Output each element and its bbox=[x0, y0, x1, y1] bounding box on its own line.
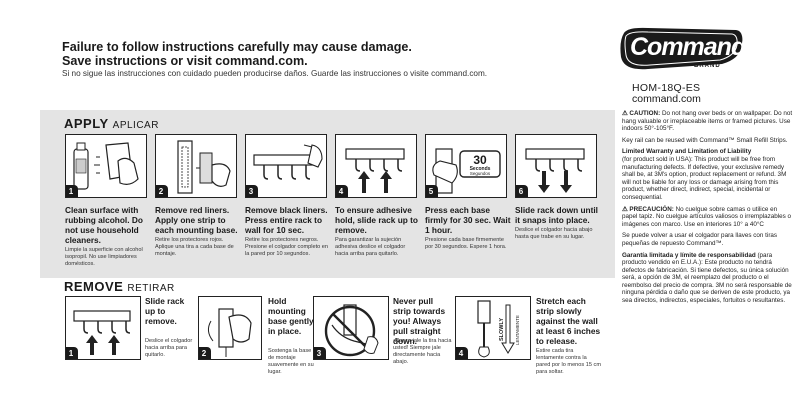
caution-title: ⚠ CAUTION: bbox=[622, 110, 661, 117]
apply-title-es: APLICAR bbox=[112, 120, 159, 131]
precaucion-block: ⚠ PRECAUCIÓN: No cuelgue sobre camas o u… bbox=[622, 205, 792, 228]
hold-base-illustration: 2 bbox=[198, 296, 262, 360]
precaucion-title: PRECAUCIÓN: bbox=[629, 205, 674, 213]
step-text-es: Deslice el colgador hacia arriba para qu… bbox=[145, 338, 193, 358]
step-text-es: Retire los protectores rojos. Aplique un… bbox=[155, 237, 234, 257]
command-logo: Command BRAND ™ bbox=[618, 27, 746, 77]
step-text: Press each base firmly for 30 sec. Wait … bbox=[425, 205, 511, 235]
step-number: 1 bbox=[66, 347, 78, 359]
remove-title-es: RETIRAR bbox=[127, 283, 175, 294]
step-text-es: Sostenga la base de montaje suavemente e… bbox=[268, 348, 314, 375]
website: command.com bbox=[632, 93, 701, 105]
refill-note-es: Se puede volver a usar el colgador para … bbox=[622, 232, 778, 247]
caution-title-text: CAUTION: bbox=[629, 110, 661, 117]
step-text: Slide rack up to remove. bbox=[145, 296, 185, 326]
garantia-title: Garantía limitada y límite de responsabi… bbox=[622, 251, 756, 259]
warranty-block: Limited Warranty and Limitation of Liabi… bbox=[622, 148, 794, 201]
apply-strip-illustration: 2 bbox=[155, 134, 237, 198]
step-number: 2 bbox=[199, 347, 211, 359]
step-text-es: Presione cada base firmemente por 30 seg… bbox=[425, 237, 507, 250]
step-text-es: Retire los protectores negros. Presione … bbox=[245, 237, 329, 257]
step-text: To ensure adhesive hold, slide rack up t… bbox=[335, 205, 418, 235]
warranty-text: (for product sold in USA): This product … bbox=[622, 155, 787, 201]
clean-surface-illustration: 1 bbox=[65, 134, 147, 198]
step-text: Stretch each strip slowly against the wa… bbox=[536, 296, 601, 346]
warning-spanish: Si no sigue las instrucciones con cuidad… bbox=[62, 69, 488, 78]
logo-wordmark: Command bbox=[630, 33, 746, 61]
precaucion-text: No cuelgue sobre camas o utilice en pape… bbox=[622, 205, 792, 228]
step-text: Clean surface with rubbing alcohol. Do n… bbox=[65, 205, 143, 245]
step-text-es: Para garantizar la sujeción adhesiva des… bbox=[335, 237, 406, 257]
step-number: 6 bbox=[516, 185, 528, 197]
step-number: 5 bbox=[426, 185, 438, 197]
timer-label-es: Segundos bbox=[469, 171, 491, 176]
timer-number: 30 bbox=[473, 153, 487, 167]
timer-label: Seconds bbox=[469, 166, 491, 172]
step-number: 4 bbox=[336, 185, 348, 197]
warranty-title: Limited Warranty and Limitation of Liabi… bbox=[622, 148, 752, 156]
refill-note: Key rail can be reused with Command™ Sma… bbox=[622, 136, 788, 144]
logo-trademark: ™ bbox=[730, 31, 736, 37]
stretch-strip-illustration: SLOWLY LENTAMENTE 4 bbox=[455, 296, 531, 360]
slide-rack-up-illustration: 4 bbox=[335, 134, 417, 198]
step-text: Slide rack down until it snaps into plac… bbox=[515, 205, 598, 225]
step-text-es: ¡Nunca jale la tira hacia usted! Siempre… bbox=[393, 338, 452, 365]
warning-line-1: Failure to follow instructions carefully… bbox=[62, 40, 412, 54]
slowly-label: SLOWLY bbox=[499, 317, 505, 341]
press-rack-illustration: 3 bbox=[245, 134, 327, 198]
sku-code: HOM-18Q-ES bbox=[632, 82, 701, 94]
garantia-text: (para producto vendido en E.U.A.): Este … bbox=[622, 251, 792, 305]
warning-header: Failure to follow instructions carefully… bbox=[62, 40, 582, 79]
warning-line-2: Save instructions or visit command.com. bbox=[62, 54, 308, 68]
caution-block: ⚠ CAUTION: Do not hang over beds or on w… bbox=[622, 110, 794, 133]
caution-text: Do not hang over beds or on wallpaper. D… bbox=[622, 110, 793, 133]
garantia-block: Garantía limitada y límite de responsabi… bbox=[622, 252, 794, 305]
step-text-es: Estire cada tira lentamente contra la pa… bbox=[536, 348, 601, 375]
remove-title-en: REMOVE bbox=[64, 279, 124, 294]
never-pull-illustration: 3 bbox=[313, 296, 389, 360]
step-number: 2 bbox=[156, 185, 168, 197]
remove-slide-up-illustration: 1 bbox=[65, 296, 141, 360]
logo-brand-label: BRAND bbox=[694, 63, 721, 69]
step-number: 3 bbox=[246, 185, 258, 197]
legal-column: ⚠ CAUTION: Do not hang over beds or on w… bbox=[622, 110, 794, 309]
slowly-label-es: LENTAMENTE bbox=[515, 315, 520, 345]
step-text: Remove black liners. Press entire rack t… bbox=[245, 205, 328, 235]
slide-rack-down-illustration: 6 bbox=[515, 134, 597, 198]
step-text: Remove red liners. Apply one strip to ea… bbox=[155, 205, 238, 235]
step-number: 4 bbox=[456, 347, 468, 359]
step-text-es: Limpie la superficie con alcohol isoprop… bbox=[65, 247, 143, 267]
logo-badge-icon bbox=[620, 27, 743, 70]
step-number: 1 bbox=[66, 185, 78, 197]
step-text-es: Deslice el colgador hacia abajo hasta qu… bbox=[515, 227, 593, 240]
apply-title-en: APPLY bbox=[64, 116, 109, 131]
press-base-illustration: 30 Seconds Segundos 5 bbox=[425, 134, 507, 198]
step-text: Hold mounting base gently in place. bbox=[268, 296, 314, 336]
step-number: 3 bbox=[314, 347, 326, 359]
step-text: Never pull strip towards you! Always pul… bbox=[393, 296, 446, 346]
